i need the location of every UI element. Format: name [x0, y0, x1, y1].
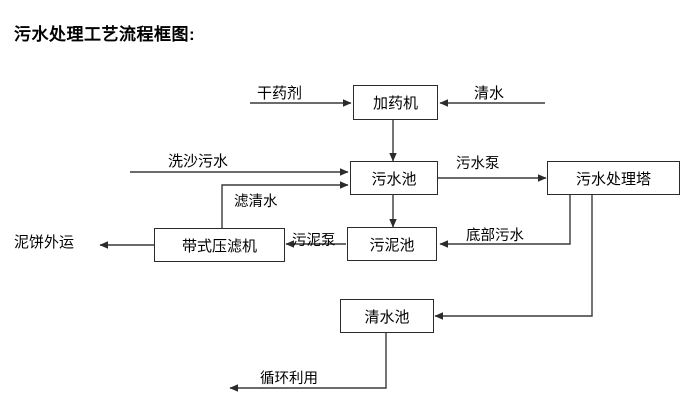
- terminal-clean-water-input: 清水: [474, 85, 505, 102]
- node-dosing-machine[interactable]: 加药机: [353, 85, 438, 120]
- page-title: 污水处理工艺流程框图:: [14, 25, 196, 44]
- node-sludge-pool[interactable]: 污泥池: [347, 227, 437, 261]
- node-belt-filter-press-label: 带式压滤机: [181, 237, 257, 255]
- node-dosing-machine-label: 加药机: [372, 95, 418, 112]
- edge-tower-to-clean-water-pool: [434, 195, 593, 320]
- node-sludge-pool-label: 污泥池: [369, 236, 415, 254]
- node-treatment-tower[interactable]: 污水处理塔: [547, 161, 680, 195]
- terminal-dry-agent: 干药剂: [257, 85, 303, 102]
- edge-label-sewage-pump: 污水泵: [456, 156, 500, 172]
- edge-filtered-water-to-sewage-pool: [221, 181, 349, 228]
- edge-label-sludge-pump: 污泥泵: [292, 233, 336, 249]
- edge-label-filtered-clear-water: 滤清水: [234, 194, 278, 210]
- terminal-mud-cake-out: 泥饼外运: [14, 234, 75, 251]
- node-clean-water-pool[interactable]: 清水池: [340, 299, 434, 333]
- edge-label-bottom-sewage: 底部污水: [466, 228, 524, 244]
- node-belt-filter-press[interactable]: 带式压滤机: [154, 228, 285, 262]
- node-sewage-pool[interactable]: 污水池: [350, 161, 438, 195]
- node-treatment-tower-label: 污水处理塔: [575, 170, 651, 188]
- node-sewage-pool-label: 污水池: [371, 170, 417, 188]
- node-clean-water-pool-label: 清水池: [364, 308, 410, 326]
- edge-label-recycle-use: 循环利用: [260, 371, 318, 387]
- terminal-sand-washing-sewage: 洗沙污水: [168, 153, 229, 170]
- edge-clean-water-pool-recycle: [229, 333, 387, 392]
- edge-tower-bottom-sewage-to-sludge-pool: [439, 195, 571, 248]
